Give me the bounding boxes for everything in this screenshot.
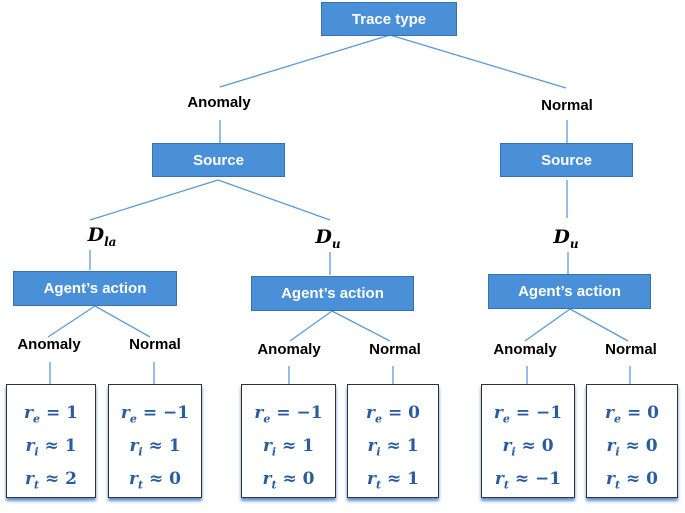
edge-a3-normal [569,308,629,342]
edge-source-du [217,179,331,221]
outcome-box-6: re = 0 ri ≈ 0 rt ≈ 0 [586,384,678,498]
rt-value: rt ≈ −1 [494,469,562,492]
agent-action-box-2: Agent’s action [251,276,414,311]
source-box-left: Source [152,143,285,177]
outcome-box-4: re = 0 ri ≈ 1 rt ≈ 1 [347,384,439,498]
re-value: re = 0 [605,403,659,426]
leaf-label-3: Anomaly [257,341,321,358]
leaf-label-4: Normal [369,341,421,358]
rt-value: rt ≈ 1 [367,469,419,492]
ri-value: ri ≈ 1 [367,436,419,459]
branch-normal-label: Normal [541,97,593,114]
leaf-label-2: Normal [129,336,181,353]
leaf-label-1: Anomaly [17,336,81,353]
ri-value: ri ≈ 1 [262,436,315,459]
edge-a1-anomaly [47,305,96,338]
rt-value: rt ≈ 0 [262,469,315,492]
edge-root-anomaly [219,34,391,88]
ri-value: ri ≈ 0 [502,436,554,459]
d-u-label-right: Du [553,226,579,251]
edge-a2-normal [331,310,391,342]
rt-value: rt ≈ 0 [129,469,181,492]
re-value: re = −1 [254,403,323,426]
edge-source-dla [89,179,219,221]
re-value: re = −1 [493,403,563,426]
leaf-label-5: Anomaly [493,341,557,358]
source-box-right: Source [500,143,633,177]
d-la-label: Dla [87,224,117,249]
rt-value: rt ≈ 0 [606,469,658,492]
re-value: re = −1 [120,403,190,426]
outcome-box-1: re = 1 ri ≈ 1 rt ≈ 2 [6,384,96,498]
outcome-box-5: re = −1 ri ≈ 0 rt ≈ −1 [481,384,575,498]
edge-a1-normal [94,305,151,338]
rt-value: rt ≈ 2 [25,469,77,492]
leaf-label-6: Normal [605,341,657,358]
ri-value: ri ≈ 1 [25,436,77,459]
outcome-box-3: re = −1 ri ≈ 1 rt ≈ 0 [241,384,336,498]
d-u-label: Du [315,226,341,251]
branch-anomaly-label: Anomaly [187,94,251,111]
edge-a3-anomaly [524,308,571,342]
ri-value: ri ≈ 0 [606,436,658,459]
re-value: re = 0 [366,403,420,426]
ri-value: ri ≈ 1 [129,436,181,459]
edge-a2-anomaly [289,310,333,342]
edge-root-normal [389,34,567,89]
re-value: re = 1 [24,403,78,426]
agent-action-box-1: Agent’s action [13,271,177,306]
agent-action-box-3: Agent’s action [488,274,651,309]
outcome-box-2: re = −1 ri ≈ 1 rt ≈ 0 [108,384,202,498]
root-box: Trace type [321,2,457,36]
